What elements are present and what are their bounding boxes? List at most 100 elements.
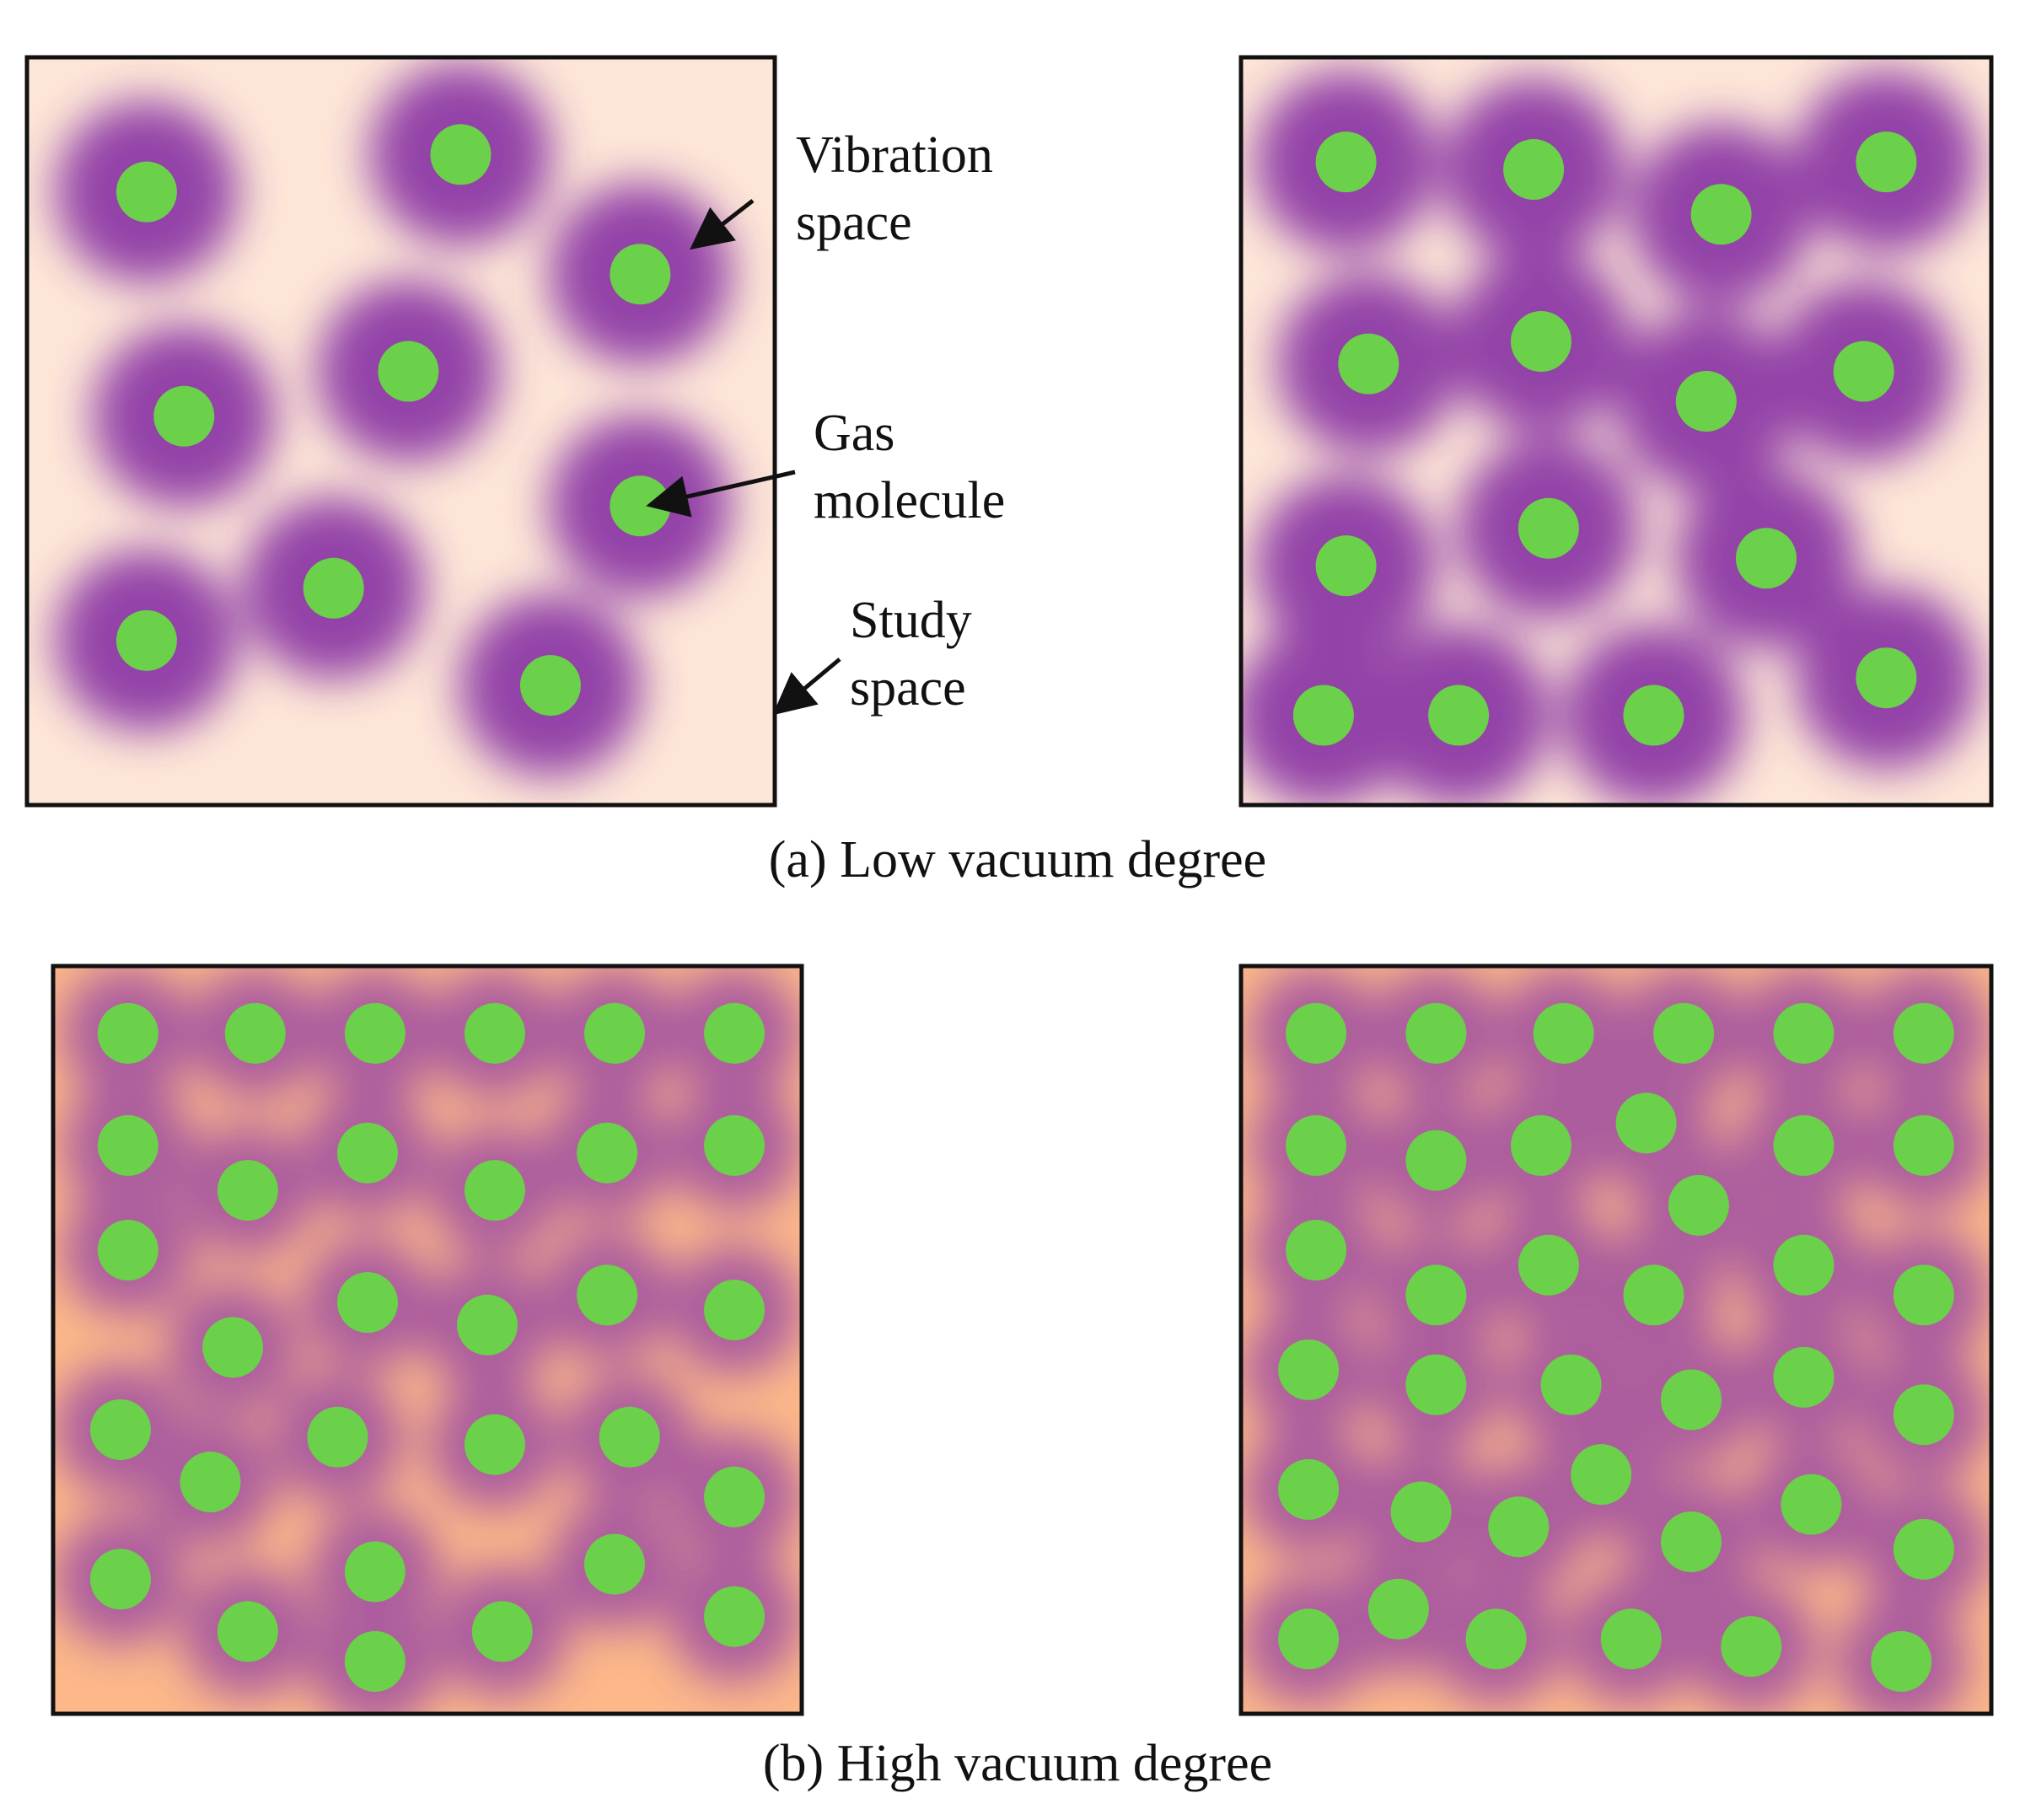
gas-molecule (1661, 1511, 1722, 1572)
gas-molecule (1405, 1130, 1467, 1191)
gas-molecule (1893, 1264, 1954, 1326)
gas-molecule (344, 1541, 406, 1603)
gas-molecule (1773, 1002, 1835, 1064)
vibration-space-label-line1: Vibration (796, 126, 993, 184)
gas-molecule (584, 1533, 645, 1595)
gas-molecule (1367, 1578, 1429, 1640)
gas-molecule (1675, 371, 1737, 432)
caption-low-vacuum: (a) Low vacuum degree (769, 831, 1266, 889)
gas-molecule (1315, 132, 1377, 193)
gas-molecule (1623, 685, 1684, 746)
gas-molecule (1292, 685, 1354, 746)
gas-molecule (464, 1160, 525, 1221)
gas-molecule (1615, 1093, 1677, 1154)
gas-molecule (464, 1414, 525, 1475)
gas-molecule (1286, 1002, 1346, 1064)
gas-molecule (1540, 1354, 1602, 1415)
gas-molecule (1661, 1369, 1722, 1431)
gas-molecule (610, 244, 671, 305)
gas-molecule (1503, 139, 1565, 201)
gas-molecule (115, 161, 177, 223)
gas-molecule (97, 1220, 158, 1281)
gas-molecule-label-line1: Gas (814, 405, 894, 462)
gas-molecule (89, 1399, 151, 1460)
gas-molecule (704, 1002, 766, 1064)
gas-molecule (1338, 333, 1399, 395)
vibration-space-arrow (690, 199, 755, 250)
gas-molecule (584, 1002, 645, 1064)
gas-molecule (1405, 1002, 1467, 1064)
gas-molecule (1871, 1630, 1932, 1692)
study-space-frame (51, 964, 804, 1716)
gas-molecule (1668, 1174, 1729, 1236)
gas-molecule (1465, 1608, 1527, 1670)
gas-molecule (464, 1002, 525, 1064)
gas-molecule (153, 385, 215, 447)
gas-molecule (1893, 1114, 1954, 1176)
gas-molecule (1278, 1339, 1340, 1400)
gas-molecule (1773, 1346, 1835, 1408)
gas-molecule (1511, 311, 1571, 373)
panel-low-left (24, 55, 777, 808)
gas-molecule (180, 1452, 241, 1513)
gas-molecule (1511, 1114, 1571, 1176)
gas-molecule (303, 557, 364, 619)
gas-molecule (1856, 132, 1917, 193)
gas-molecule (378, 341, 439, 402)
gas-molecule (344, 1002, 406, 1064)
gas-molecule (336, 1272, 398, 1334)
gas-molecule (1405, 1264, 1467, 1326)
study-space-arrow (772, 658, 841, 716)
gas-molecule (224, 1002, 286, 1064)
gas-molecule (1736, 528, 1797, 589)
gas-molecule (457, 1294, 518, 1356)
gas-molecule (1428, 685, 1490, 746)
gas-molecule (704, 1114, 766, 1176)
gas-molecule (430, 124, 492, 185)
gas-molecule (344, 1630, 406, 1692)
gas-molecule (89, 1549, 151, 1610)
gas-molecule (1600, 1608, 1662, 1670)
gas-molecule (519, 655, 581, 717)
gas-molecule (599, 1406, 660, 1468)
gas-molecule (1286, 1220, 1346, 1281)
gas-molecule (217, 1160, 278, 1221)
gas-molecule (1833, 341, 1894, 402)
panel-high-left (51, 964, 804, 1716)
gas-molecule (336, 1122, 398, 1184)
panel-low-right (1238, 55, 1994, 808)
gas-molecule (307, 1406, 368, 1468)
gas-molecule (1893, 1002, 1954, 1064)
gas-molecule (97, 1002, 158, 1064)
study-space-label-line2: space (850, 659, 966, 717)
vibration-space-label-line2: space (796, 194, 912, 251)
gas-molecule (1773, 1234, 1835, 1296)
gas-molecule (610, 475, 671, 537)
gas-molecule (1518, 497, 1579, 559)
gas-molecule (97, 1114, 158, 1176)
gas-molecule (1893, 1518, 1954, 1580)
gas-molecule (1571, 1444, 1632, 1506)
gas-molecule (115, 609, 177, 671)
study-space-frame (1238, 55, 1994, 808)
gas-molecule (1390, 1481, 1452, 1543)
gas-molecule (471, 1601, 533, 1662)
gas-molecule-arrow (646, 470, 796, 518)
caption-high-vacuum: (b) High vacuum degree (763, 1735, 1272, 1792)
gas-molecule (1533, 1002, 1594, 1064)
gas-molecule (1721, 1616, 1782, 1678)
gas-molecule (1781, 1474, 1842, 1535)
gas-molecule (1278, 1608, 1340, 1670)
gas-molecule (577, 1264, 638, 1326)
study-space-label-line1: Study (850, 592, 972, 649)
gas-molecule (1488, 1496, 1550, 1558)
gas-molecule (1856, 647, 1917, 709)
gas-molecule (704, 1586, 766, 1647)
gas-molecule (1623, 1264, 1684, 1326)
study-space-frame (24, 55, 777, 808)
gas-molecule (202, 1317, 264, 1378)
gas-molecule (217, 1601, 278, 1662)
gas-molecule (1653, 1002, 1715, 1064)
gas-molecule (1286, 1114, 1346, 1176)
